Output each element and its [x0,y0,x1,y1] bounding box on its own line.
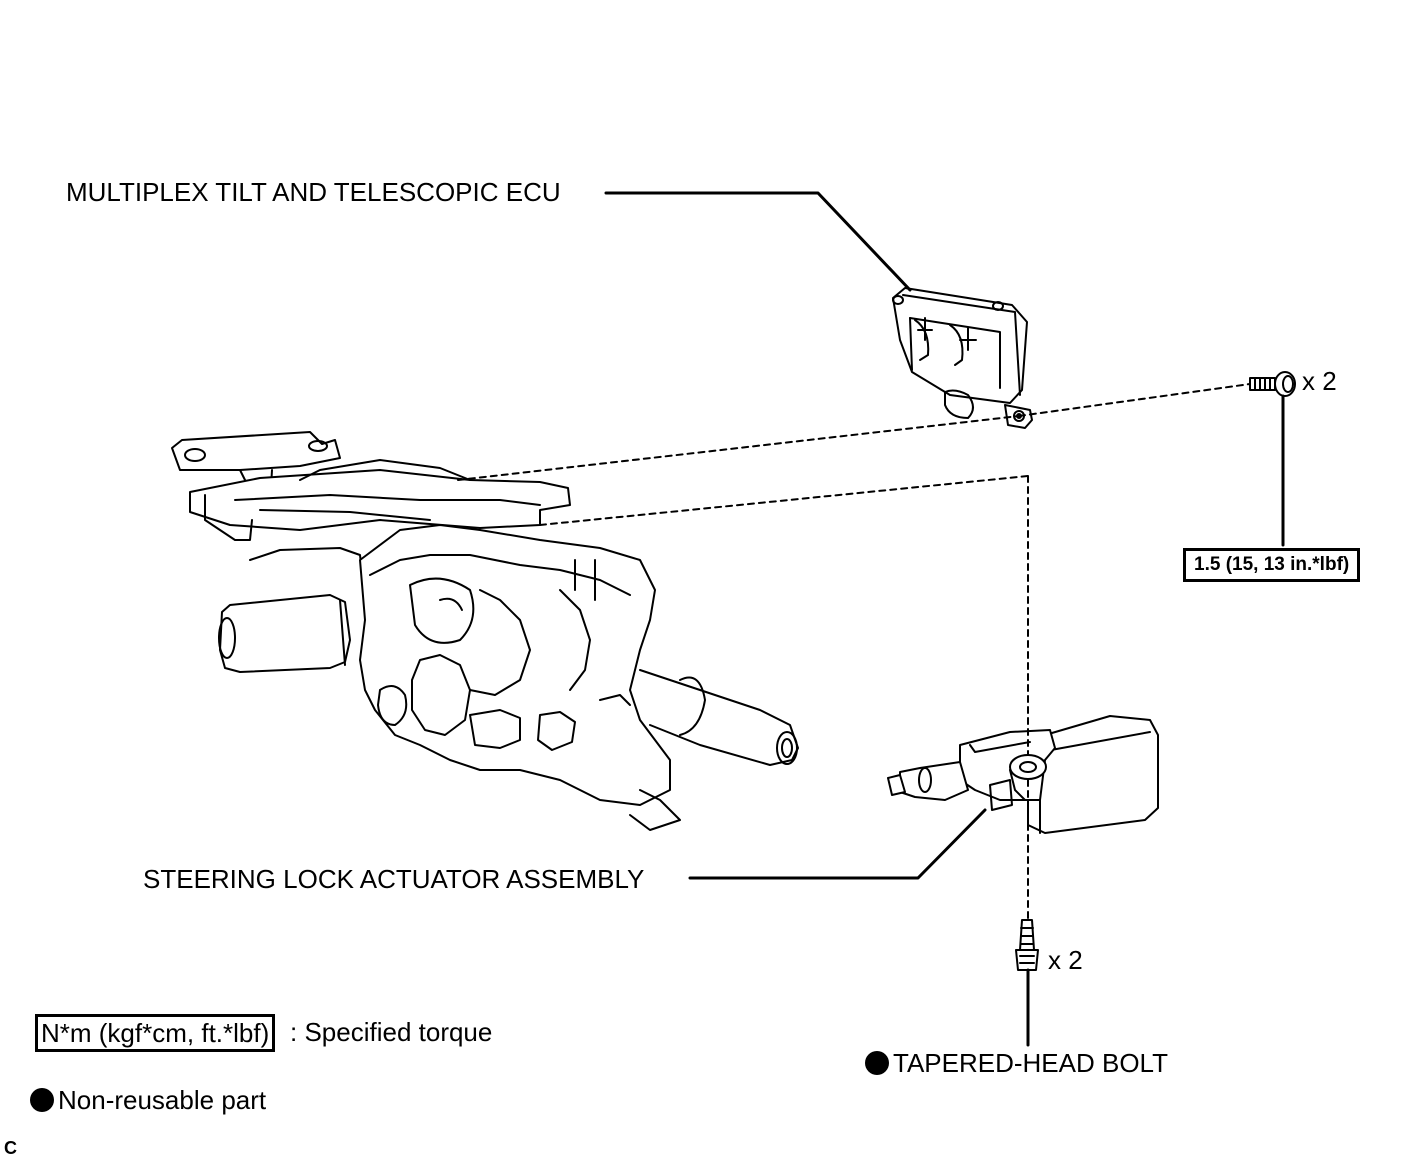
ecu-bolt-torque-spec: 1.5 (15, 13 in.*lbf) [1183,548,1361,582]
leader-lines [604,191,1285,1047]
steering-lock-actuator-illustration [887,715,1159,834]
ecu-illustration [892,287,1033,429]
actuator-label: STEERING LOCK ACTUATOR ASSEMBLY [143,864,645,894]
steering-column-illustration [171,431,799,831]
ecu-label: MULTIPLEX TILT AND TELESCOPIC ECU [66,177,561,207]
non-reusable-dot-icon [865,1051,889,1075]
tapered-bolt-quantity: x 2 [1048,945,1083,975]
legend-non-reusable-text: Non-reusable part [58,1085,267,1115]
ecu-bolt-quantity: x 2 [1302,366,1337,396]
tapered-bolt-text: TAPERED-HEAD BOLT [893,1048,1168,1078]
installation-guide-lines [457,383,1251,919]
tapered-bolt-label: TAPERED-HEAD BOLT [865,1048,1168,1078]
corner-code: C [4,1138,17,1158]
legend-non-reusable: Non-reusable part [30,1085,266,1115]
tapered-bolt-illustration [1015,919,1039,971]
non-reusable-legend-dot-icon [30,1088,54,1112]
legend-torque-unit: N*m (kgf*cm, ft.*lbf) [35,1014,276,1052]
ecu-bolt-illustration [1249,371,1296,397]
legend-torque-desc: : Specified torque [290,1017,493,1047]
